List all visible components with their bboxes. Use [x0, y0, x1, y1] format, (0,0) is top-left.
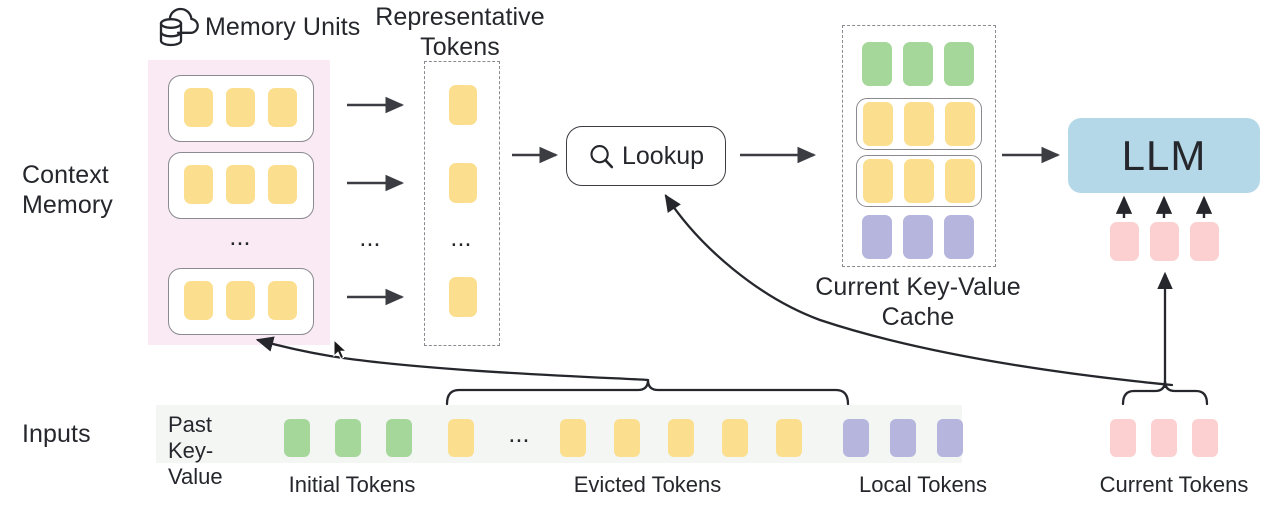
input-token-initial	[386, 419, 412, 457]
kv-cache-caption-line2: Cache	[881, 303, 955, 331]
memory-token	[184, 281, 213, 320]
input-token-local	[843, 419, 869, 457]
kv-cell	[945, 159, 975, 203]
representative-token	[449, 277, 477, 317]
cloud-database-icon	[158, 6, 200, 55]
brace-current-tokens	[1121, 380, 1209, 406]
kv-cache-row-retrieved	[856, 98, 982, 150]
kv-cell	[863, 159, 893, 203]
memory-token	[226, 88, 255, 127]
lookup-label: Lookup	[621, 141, 705, 170]
input-token-initial	[335, 419, 361, 457]
memory-token	[226, 165, 255, 204]
input-token-evicted	[560, 419, 586, 457]
memory-units-ellipsis: ...	[229, 223, 251, 251]
local-tokens-caption: Local Tokens	[858, 472, 987, 497]
kv-cell	[945, 102, 975, 146]
memory-token	[268, 165, 297, 204]
input-token-evicted	[614, 419, 640, 457]
llm-input-token	[1150, 222, 1179, 261]
memory-token	[226, 281, 255, 320]
input-token-evicted	[668, 419, 694, 457]
input-token-evicted	[448, 419, 474, 457]
representative-token	[449, 85, 477, 125]
kv-cell	[862, 215, 892, 259]
kv-cell	[903, 42, 933, 86]
llm-block[interactable]: LLM	[1068, 118, 1260, 193]
current-tokens-caption: Current Tokens	[1099, 472, 1249, 497]
context-memory-label-line1: Context	[22, 161, 109, 189]
arrow-evicted-to-context-memory	[255, 336, 650, 382]
context-memory-row-label: Context Memory	[22, 160, 142, 220]
input-token-current	[1151, 419, 1177, 457]
search-icon	[590, 144, 614, 168]
kv-cell	[863, 102, 893, 146]
memory-unit[interactable]	[168, 152, 314, 219]
memory-unit[interactable]	[168, 268, 314, 335]
memory-token	[268, 88, 297, 127]
memory-units-arrow-ellipsis: ...	[359, 224, 381, 252]
kv-cache-row-local	[862, 215, 974, 259]
input-token-current	[1110, 419, 1136, 457]
inputs-row-label: Inputs	[22, 420, 91, 448]
representative-token	[449, 163, 477, 203]
memory-token	[184, 165, 213, 204]
input-token-initial	[284, 419, 310, 457]
kv-cache-row-initial	[862, 42, 974, 86]
input-token-local	[890, 419, 916, 457]
input-token-local	[937, 419, 963, 457]
kv-cache-caption-line1: Current Key-Value	[815, 273, 1021, 301]
llm-input-token	[1190, 222, 1219, 261]
representative-tokens-ellipsis: ...	[450, 224, 472, 252]
lookup-button[interactable]: Lookup	[566, 126, 726, 186]
llm-label: LLM	[1121, 131, 1207, 179]
representative-tokens-label-line1: Representative	[375, 3, 545, 31]
memory-token	[268, 281, 297, 320]
mouse-cursor	[333, 338, 349, 366]
past-kv-label-line1: Past	[168, 412, 213, 437]
representative-tokens-label: Representative Tokens	[372, 2, 548, 62]
past-key-value-label: Past Key-Value	[168, 412, 264, 490]
inputs-ellipsis: ...	[508, 420, 530, 448]
kv-cache-row-retrieved	[856, 155, 982, 207]
memory-token	[184, 88, 213, 127]
llm-input-token	[1110, 222, 1139, 261]
memory-unit[interactable]	[168, 75, 314, 142]
inputs-strip	[156, 405, 962, 463]
kv-cell	[903, 215, 933, 259]
brace-evicted-tokens	[445, 379, 850, 406]
evicted-tokens-caption: Evicted Tokens	[573, 472, 722, 497]
input-token-current	[1192, 419, 1218, 457]
memory-units-label: Memory Units	[205, 13, 361, 41]
context-memory-label-line2: Memory	[22, 191, 113, 219]
past-kv-label-line2: Key-Value	[168, 438, 223, 489]
initial-tokens-caption: Initial Tokens	[288, 472, 416, 497]
kv-cache-caption: Current Key-Value Cache	[800, 272, 1036, 332]
kv-cell	[862, 42, 892, 86]
input-token-evicted	[776, 419, 802, 457]
input-token-evicted	[722, 419, 748, 457]
kv-cell	[944, 42, 974, 86]
kv-cell	[904, 102, 934, 146]
kv-cell	[944, 215, 974, 259]
representative-tokens-label-line2: Tokens	[420, 33, 500, 61]
kv-cell	[904, 159, 934, 203]
